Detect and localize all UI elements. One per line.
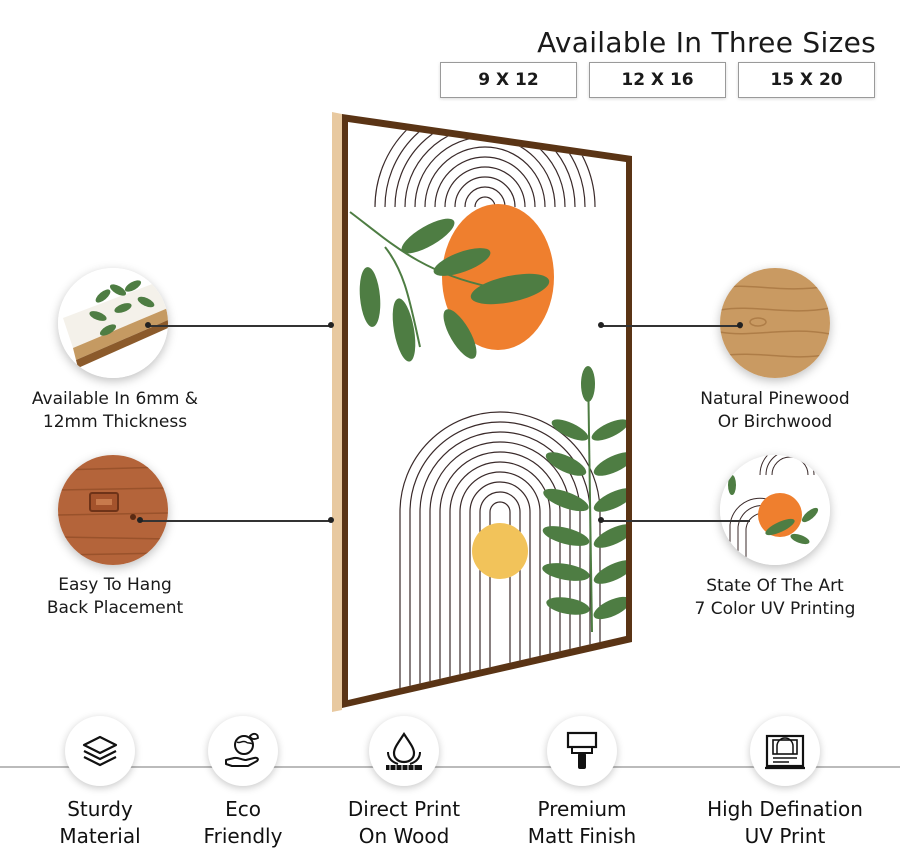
paint-brush-icon — [547, 716, 617, 786]
hd-print-icon — [750, 716, 820, 786]
size-option-9x12[interactable]: 9 X 12 — [440, 62, 577, 98]
bottom-feature-label: Premium Matt Finish — [527, 797, 637, 848]
connector-dot — [145, 322, 151, 328]
bottom-arch-lines — [399, 411, 601, 700]
bottom-feature-hd-print: High Defination UV Print — [685, 716, 885, 850]
connector-dot — [598, 322, 604, 328]
feature-label-wood: Natural Pinewood Or Birchwood — [700, 389, 850, 432]
artwork-illustration — [332, 112, 632, 712]
wall-art-frame — [330, 112, 636, 712]
feature-label-hang: Easy To Hang Back Placement — [46, 575, 184, 618]
wood-edge — [332, 112, 342, 712]
fern-leaf — [542, 366, 626, 633]
top-arc-lines — [374, 122, 596, 208]
connector-right-top — [600, 325, 740, 327]
bottom-feature-eco: Eco Friendly — [143, 716, 343, 850]
canvas — [348, 122, 626, 700]
bottom-feature-label: Eco Friendly — [203, 797, 283, 848]
size-option-12x16[interactable]: 12 X 16 — [589, 62, 726, 98]
bottom-feature-label: Sturdy Material — [59, 797, 141, 848]
eco-hand-icon — [208, 716, 278, 786]
page-title: Available In Three Sizes — [537, 26, 876, 59]
bottom-feature-matt-finish: Premium Matt Finish — [482, 716, 682, 850]
bottom-feature-sturdy: Sturdy Material — [0, 716, 200, 850]
droplet-print-icon — [369, 716, 439, 786]
connector-dot — [328, 322, 334, 328]
feature-label-uv-printing: State Of The Art 7 Color UV Printing — [694, 576, 856, 619]
connector-right-bottom — [600, 520, 750, 522]
connector-dot — [737, 322, 743, 328]
feature-label-thickness: Available In 6mm & 12mm Thickness — [31, 389, 199, 432]
print-sample-image — [720, 455, 830, 565]
size-options: 9 X 12 12 X 16 15 X 20 — [440, 62, 875, 98]
connector-dot — [328, 517, 334, 523]
bottom-divider — [0, 766, 900, 768]
connector-dot — [598, 517, 604, 523]
top-branch — [349, 211, 550, 362]
size-option-15x20[interactable]: 15 X 20 — [738, 62, 875, 98]
connector-left-top — [148, 325, 330, 327]
bottom-feature-label: High Defination UV Print — [707, 797, 863, 848]
layered-board-icon — [58, 268, 168, 378]
bottom-feature-label: Direct Print On Wood — [347, 797, 461, 848]
bottom-feature-direct-print: Direct Print On Wood — [304, 716, 504, 850]
print-sample-icon — [720, 455, 830, 565]
connector-dot — [137, 517, 143, 523]
orange-sun — [442, 204, 554, 350]
wood-grain-icon — [720, 268, 830, 378]
yellow-sun — [472, 523, 528, 579]
thickness-sample-image — [58, 268, 168, 378]
layers-icon — [65, 716, 135, 786]
hanger-bracket-icon — [58, 455, 168, 565]
connector-left-bottom — [140, 520, 330, 522]
back-hanger-image — [58, 455, 168, 565]
